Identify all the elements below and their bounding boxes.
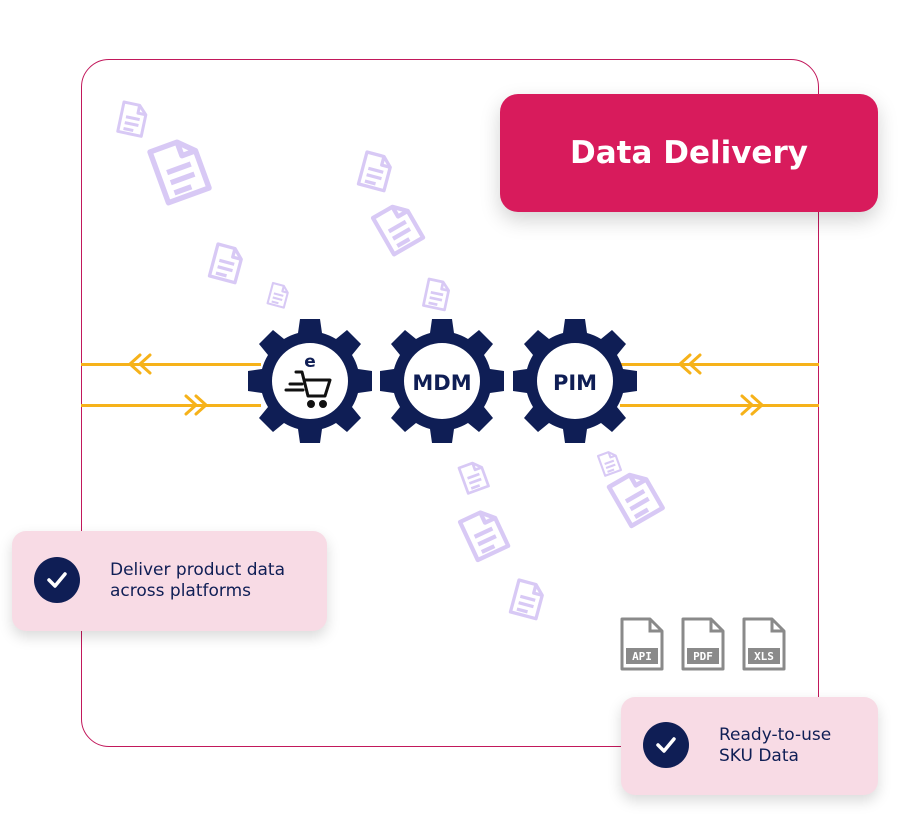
gear-pim <box>513 319 637 443</box>
feature-line: across platforms <box>110 581 251 601</box>
format-label-pdf: PDF <box>693 650 713 663</box>
feature-line: Ready-to-use <box>719 725 832 745</box>
document-icon <box>596 449 623 477</box>
chevron-right-icon <box>184 394 208 416</box>
flow-line-left-bottom <box>81 404 261 407</box>
feature-text-sku: Ready-to-use SKU Data <box>719 725 831 767</box>
format-label-api: API <box>632 650 652 663</box>
document-icon <box>422 277 452 312</box>
cart-icon <box>284 370 332 408</box>
pdf-file-icon <box>681 617 725 671</box>
feature-line: Deliver product data <box>110 560 285 580</box>
document-icon <box>508 578 547 621</box>
diagram-title: Data Delivery <box>570 135 808 171</box>
document-icon <box>609 469 663 526</box>
xls-file-icon <box>742 617 786 671</box>
document-icon <box>356 150 395 193</box>
document-icon <box>457 459 490 495</box>
chevron-right-icon <box>740 394 764 416</box>
check-icon <box>34 557 80 603</box>
document-icon <box>150 137 209 203</box>
flow-line-left-top <box>81 363 261 366</box>
feature-line: SKU Data <box>719 746 799 766</box>
gear-mdm <box>380 319 504 443</box>
feature-text-deliver: Deliver product data across platforms <box>110 560 285 602</box>
gear-label-ecommerce: e <box>304 352 316 372</box>
document-icon <box>116 100 149 138</box>
gear-label-pim: PIM <box>552 371 598 395</box>
title-card: Data Delivery <box>500 94 878 212</box>
document-icon <box>207 242 246 285</box>
gear-label-mdm: MDM <box>412 371 472 395</box>
document-icon <box>460 508 508 560</box>
chevron-left-icon <box>128 353 152 375</box>
flow-line-right-top <box>620 363 819 366</box>
api-file-icon <box>620 617 664 671</box>
feature-card-deliver: Deliver product data across platforms <box>12 531 327 631</box>
format-label-xls: XLS <box>754 650 774 663</box>
flow-line-right-bottom <box>620 404 819 407</box>
feature-card-sku: Ready-to-use SKU Data <box>621 697 878 795</box>
check-icon <box>643 722 689 768</box>
chevron-left-icon <box>678 353 702 375</box>
document-icon <box>266 281 291 309</box>
document-icon <box>373 201 423 254</box>
